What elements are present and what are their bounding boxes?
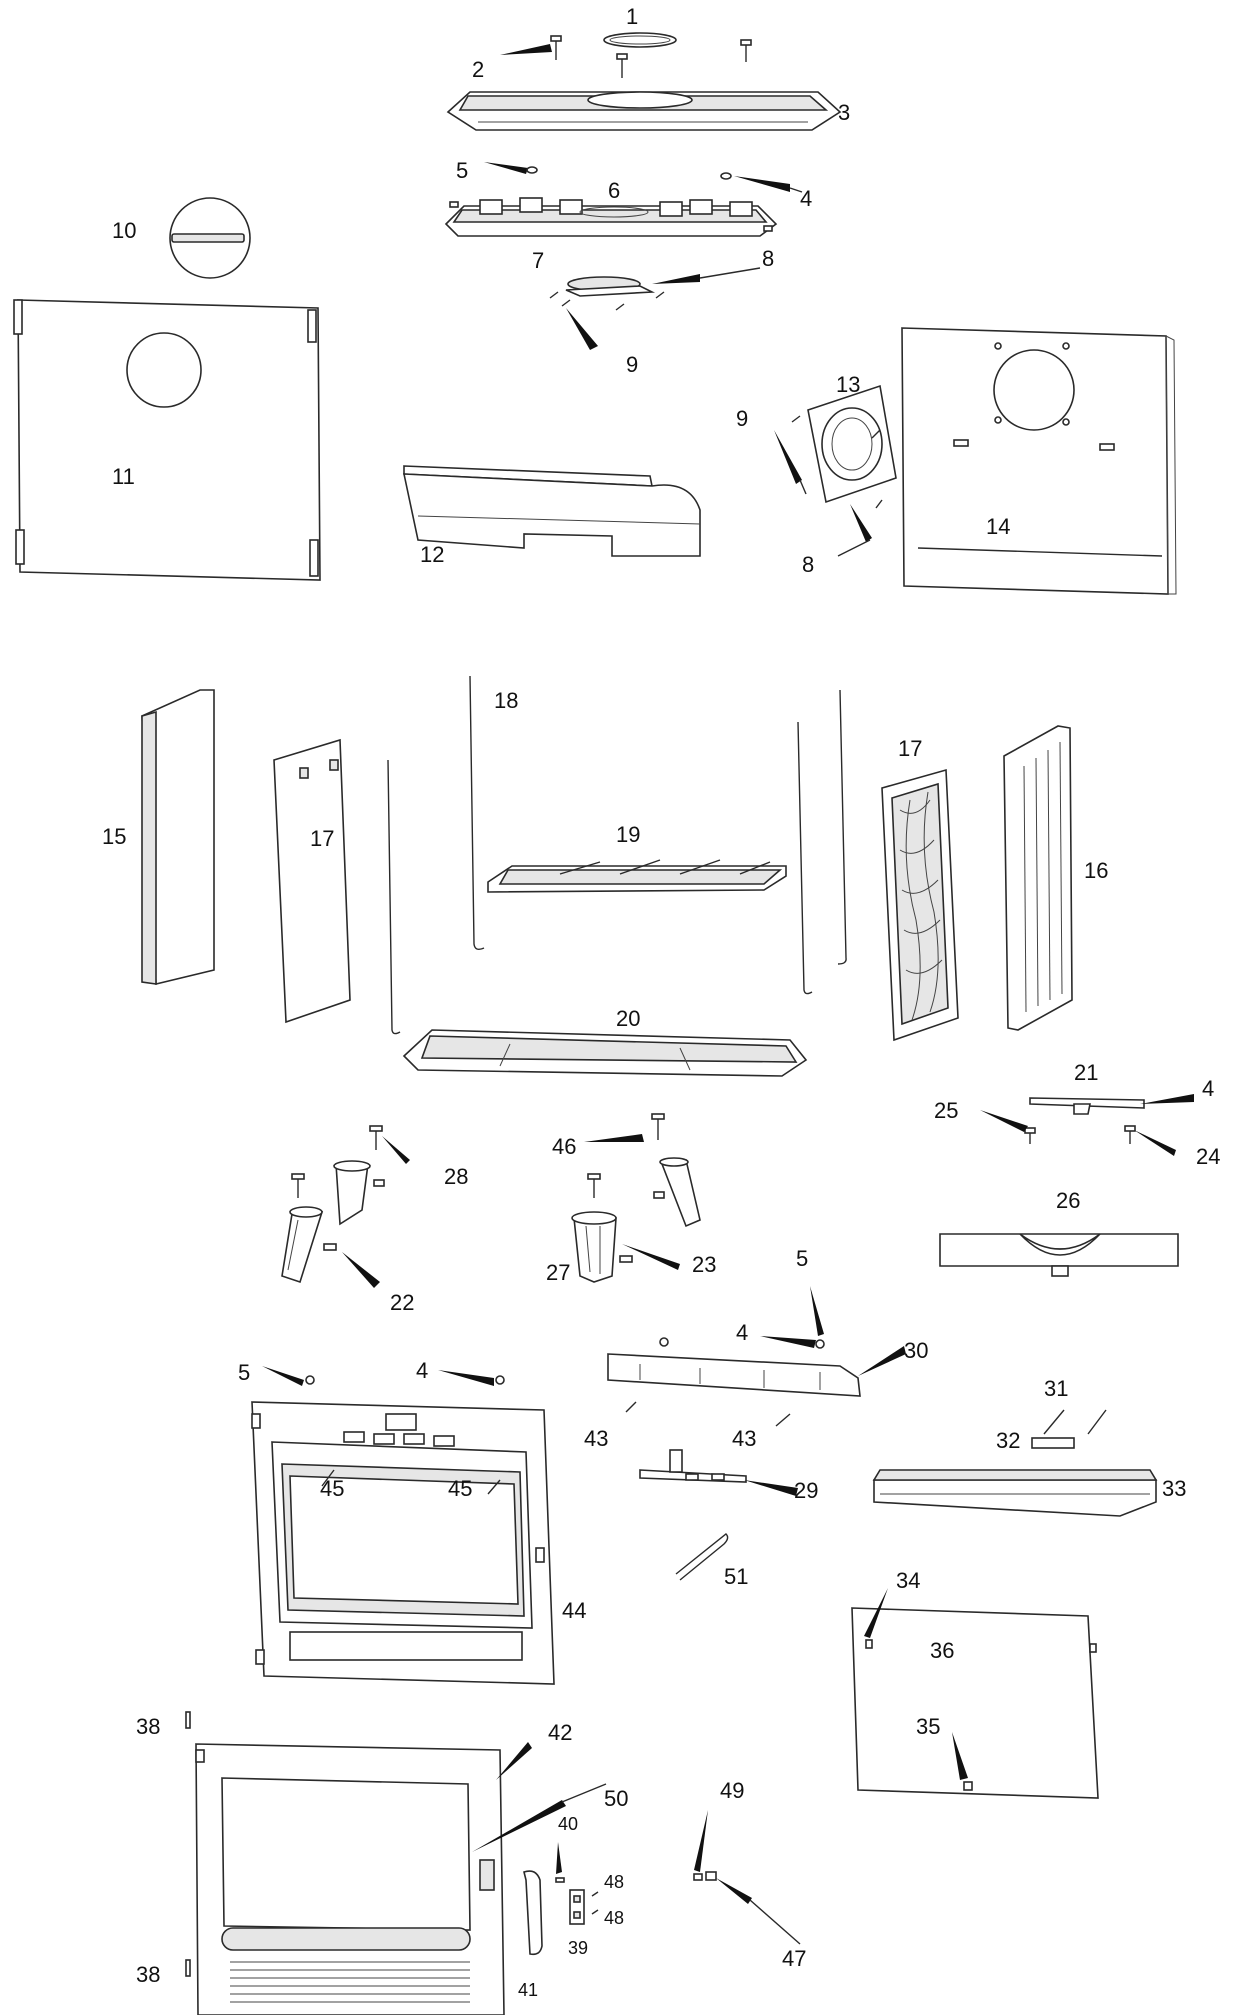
label-28: 28: [444, 1164, 468, 1189]
part-18-rods: [387, 675, 847, 1035]
label-48-bottom: 48: [604, 1908, 624, 1928]
part-33-ash-pan: [872, 1469, 1158, 1517]
label-9-top: 9: [626, 352, 638, 377]
label-2: 2: [472, 57, 484, 82]
label-5-door: 5: [238, 1360, 250, 1385]
part-39-48-latch: [569, 1889, 599, 1925]
part-6-7-grate-frame: [444, 197, 778, 237]
part-29-hinge-bracket: [639, 1449, 798, 1496]
label-13: 13: [836, 372, 860, 397]
label-30: 30: [904, 1338, 928, 1363]
label-1: 1: [626, 4, 638, 29]
label-43-right: 43: [732, 1426, 756, 1451]
part-41-handle: [523, 1870, 543, 1956]
part-14-side-panel: [901, 327, 1177, 595]
part-28-left-legs: [281, 1125, 410, 1288]
part-44-door-frame: [251, 1366, 555, 1685]
label-33: 33: [1162, 1476, 1186, 1501]
label-31: 31: [1044, 1376, 1068, 1401]
label-38-top: 38: [136, 1714, 160, 1739]
part-40-pin: [555, 1842, 565, 1883]
label-36: 36: [930, 1638, 954, 1663]
label-25: 25: [934, 1098, 958, 1123]
label-32: 32: [996, 1428, 1020, 1453]
part-4-top-right: [720, 172, 803, 193]
label-45-right: 45: [448, 1476, 472, 1501]
label-27: 27: [546, 1260, 570, 1285]
label-46: 46: [552, 1134, 576, 1159]
label-22: 22: [390, 1290, 414, 1315]
part-51-hook: [675, 1533, 729, 1581]
part-30-bracket: [607, 1286, 906, 1427]
part-36-glass-panel: [851, 1588, 1099, 1799]
part-47-49-catch: [693, 1810, 801, 1945]
label-24: 24: [1196, 1144, 1220, 1169]
label-49: 49: [720, 1778, 744, 1803]
label-3: 3: [838, 100, 850, 125]
label-7: 7: [532, 248, 544, 273]
part-17-left-brick: [273, 738, 351, 1024]
part-11-back-panel: [13, 299, 321, 581]
part-15-side-liner: [141, 689, 215, 986]
label-29: 29: [794, 1478, 818, 1503]
part-5-top-left: [484, 162, 538, 174]
part-26-front-plate: [939, 1233, 1179, 1277]
label-39: 39: [568, 1938, 588, 1958]
label-44: 44: [562, 1598, 586, 1623]
label-8-top: 8: [762, 246, 774, 271]
label-38-bottom: 38: [136, 1962, 160, 1987]
label-8-right: 8: [802, 552, 814, 577]
part-8-9-damper-plate: [549, 267, 761, 350]
label-4-top: 4: [800, 186, 812, 211]
label-4-door: 4: [416, 1358, 428, 1383]
part-20-base-tray: [402, 1029, 808, 1077]
label-9-right: 9: [736, 406, 748, 431]
part-17-right-firebrick: [881, 768, 959, 1042]
label-14: 14: [986, 514, 1010, 539]
label-12: 12: [420, 542, 444, 567]
part-46-23-27-right-legs: [571, 1113, 701, 1283]
label-47: 47: [782, 1946, 806, 1971]
part-door-with-glass: [185, 1711, 607, 2015]
label-11: 11: [112, 464, 135, 489]
label-16: 16: [1084, 858, 1108, 883]
part-12-baffle: [403, 465, 701, 557]
label-10: 10: [112, 218, 136, 243]
part-1-ring: [603, 32, 677, 48]
part-10-cover-disc: [169, 197, 251, 279]
part-3-top-plate: [446, 91, 842, 131]
label-19: 19: [616, 822, 640, 847]
part-2-screws: [500, 35, 752, 78]
part-16-side-panel: [1003, 725, 1073, 1031]
label-34: 34: [896, 1568, 920, 1593]
label-50: 50: [604, 1786, 628, 1811]
label-51: 51: [724, 1564, 748, 1589]
label-26: 26: [1056, 1188, 1080, 1213]
label-4-mid: 4: [1202, 1076, 1214, 1101]
part-13-flue-collar: [774, 384, 897, 557]
label-42: 42: [548, 1720, 572, 1745]
part-21-bracket: [980, 1094, 1194, 1156]
label-15: 15: [102, 824, 126, 849]
label-17-left: 17: [310, 826, 334, 851]
label-21: 21: [1074, 1060, 1098, 1085]
label-48-top: 48: [604, 1872, 624, 1892]
label-41: 41: [518, 1980, 538, 2000]
label-18: 18: [494, 688, 518, 713]
label-45-left: 45: [320, 1476, 344, 1501]
label-23: 23: [692, 1252, 716, 1277]
part-31-32-pins: [1031, 1409, 1107, 1449]
label-6: 6: [608, 178, 620, 203]
label-4-mid2: 4: [736, 1320, 748, 1345]
label-5-mid: 5: [796, 1246, 808, 1271]
part-19-grate: [487, 859, 787, 893]
label-35: 35: [916, 1714, 940, 1739]
label-40: 40: [558, 1814, 578, 1834]
label-17-right: 17: [898, 736, 922, 761]
label-5-top: 5: [456, 158, 468, 183]
label-20: 20: [616, 1006, 640, 1031]
label-43-left: 43: [584, 1426, 608, 1451]
